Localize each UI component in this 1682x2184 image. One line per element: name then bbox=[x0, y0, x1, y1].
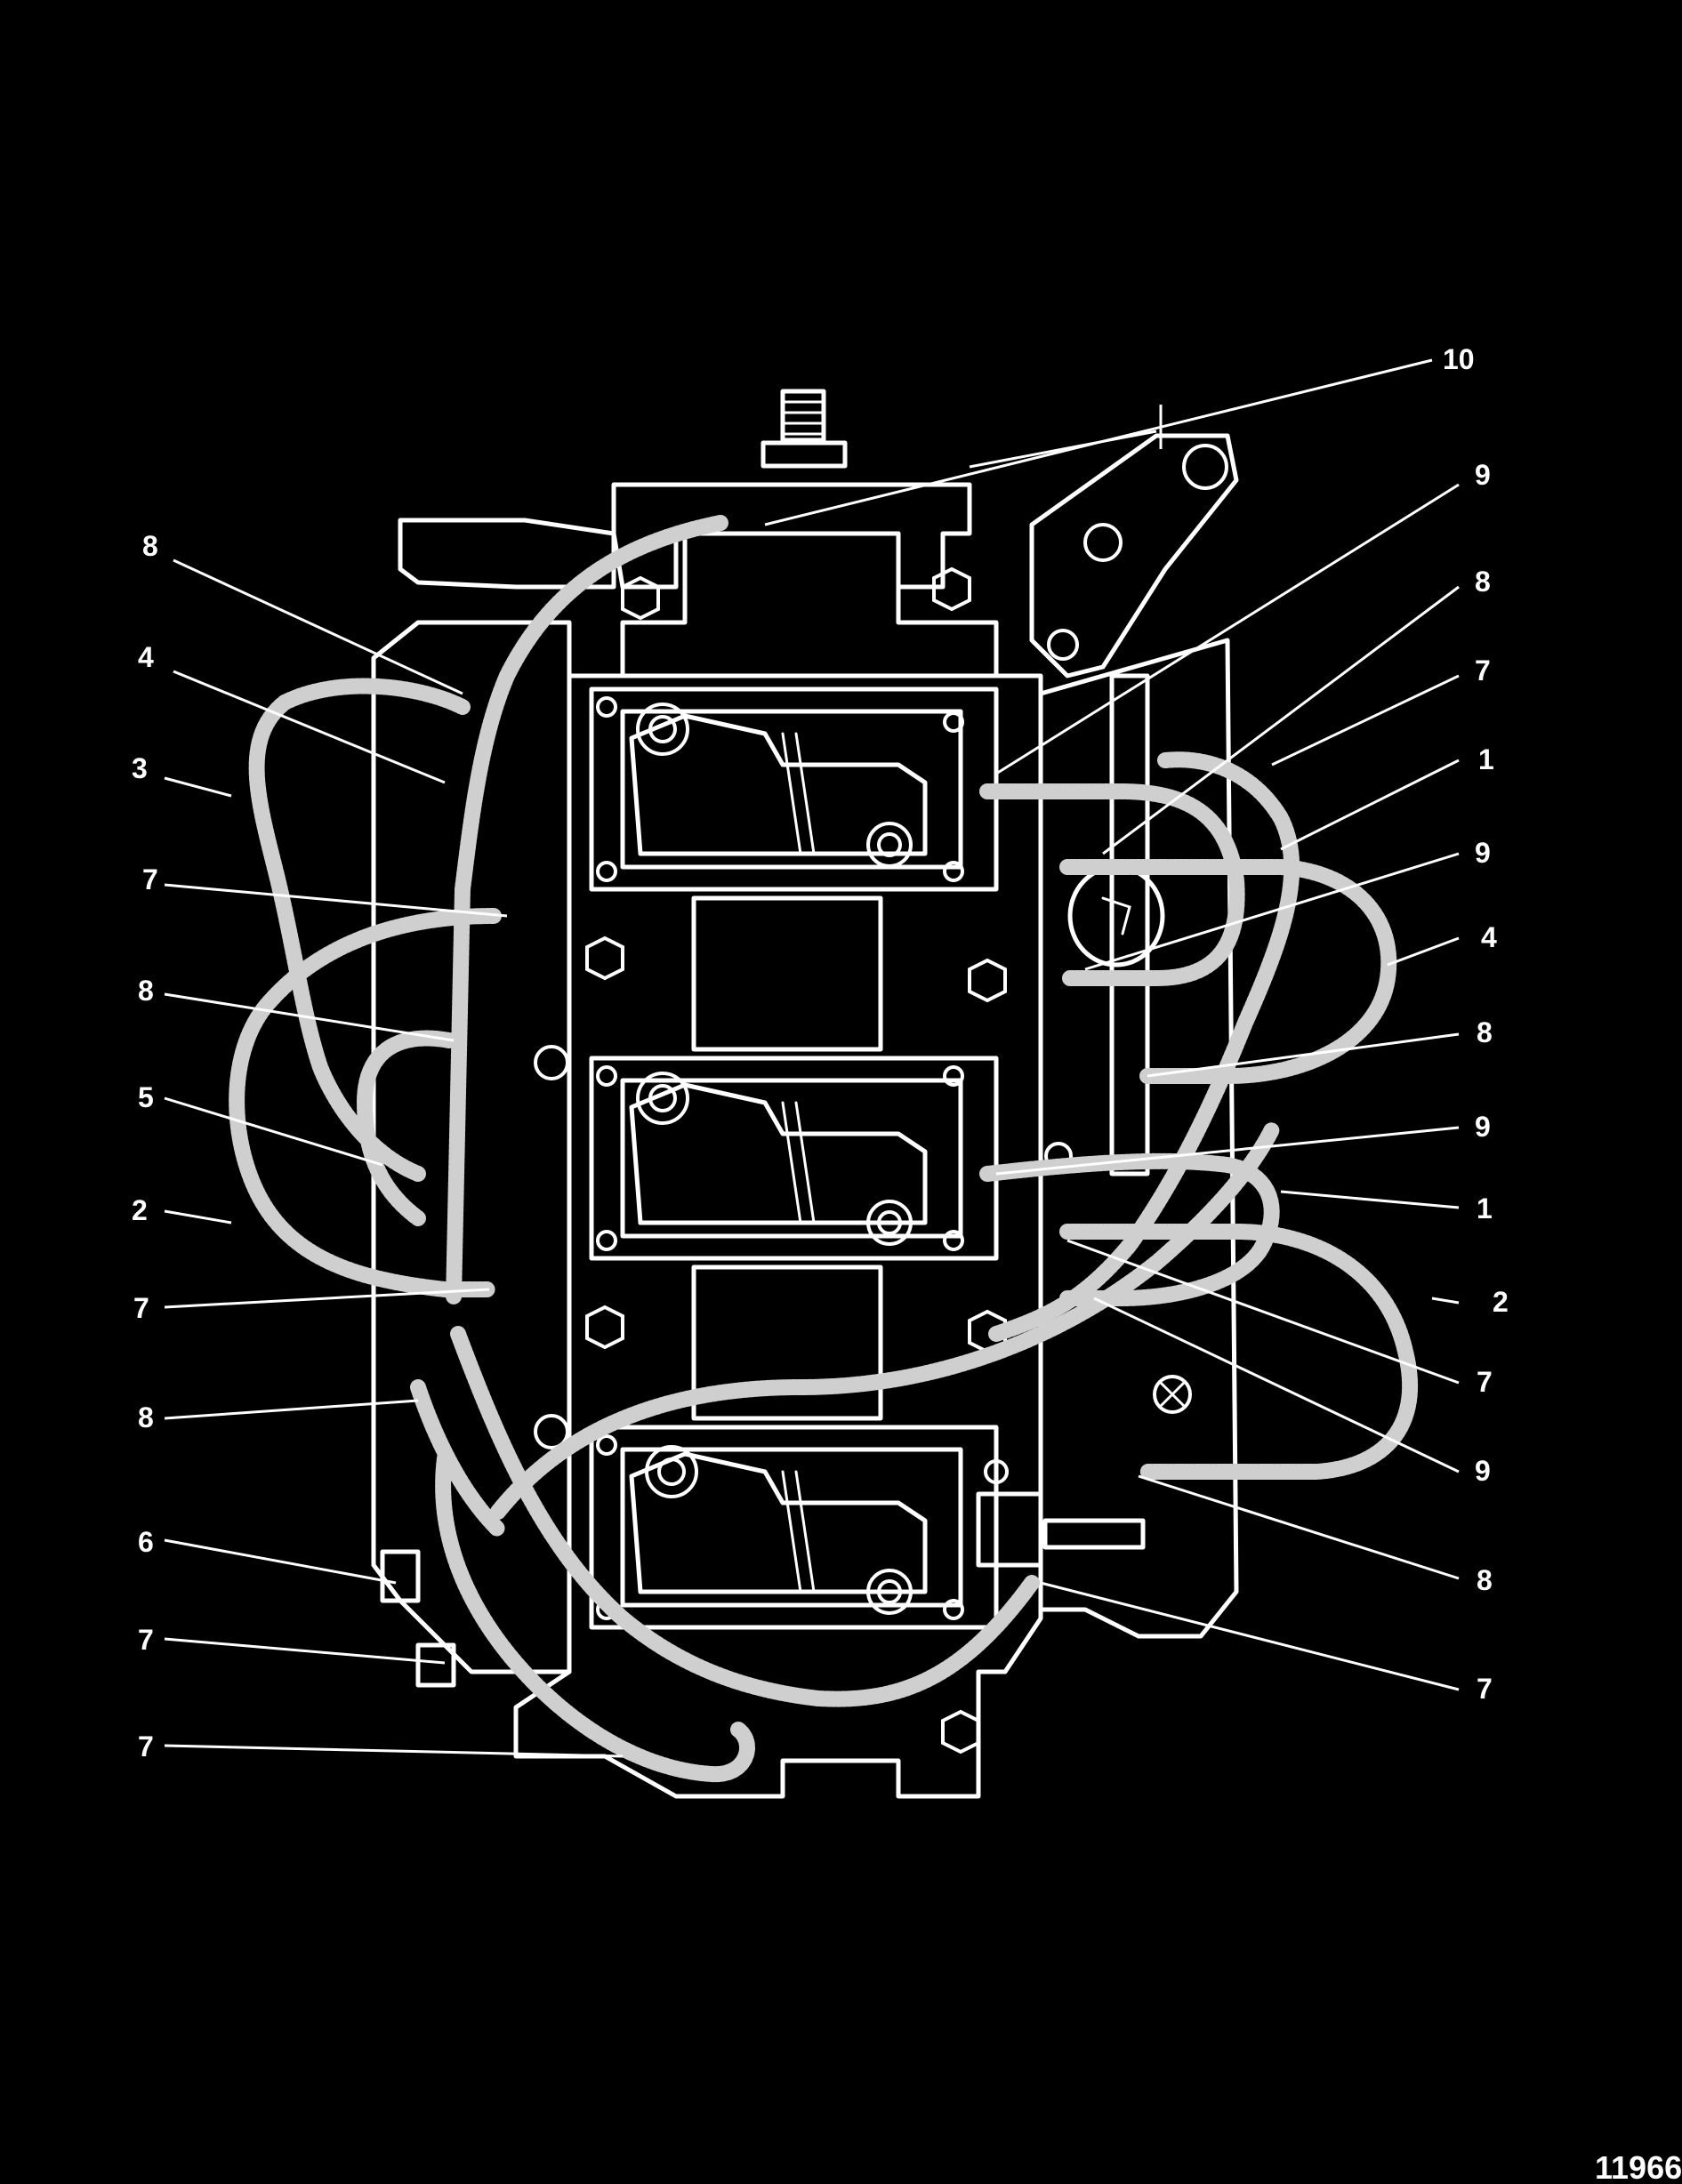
hose-4-right bbox=[1059, 859, 1397, 1084]
bracket-bolt-a bbox=[1182, 444, 1228, 490]
callout-7-left-c: 7 bbox=[138, 1624, 154, 1656]
hose-cross-middle bbox=[490, 1121, 1280, 1520]
figure-number: 11966 bbox=[1595, 2149, 1682, 2184]
right-mount-bracket bbox=[1029, 433, 1239, 678]
hose-7-upper-right bbox=[988, 751, 1300, 1342]
callout-8-right-b: 8 bbox=[1477, 1016, 1493, 1048]
callout-8-right-c: 8 bbox=[1477, 1564, 1493, 1596]
left-lower-fitting-a bbox=[380, 1549, 421, 1603]
callout-7-right-b: 7 bbox=[1477, 1366, 1493, 1398]
callout-9-right-b: 9 bbox=[1475, 837, 1491, 869]
hose-2-left bbox=[229, 908, 502, 1297]
right-cover-screw bbox=[1153, 1375, 1192, 1414]
callout-2-left: 2 bbox=[132, 1194, 148, 1226]
reed-plate-middle bbox=[589, 1056, 999, 1261]
right-side-cover bbox=[1038, 638, 1239, 1639]
bracket-bolt-c bbox=[1047, 629, 1079, 661]
callout-8-left-mid: 8 bbox=[138, 975, 154, 1007]
callout-7-left-d: 7 bbox=[138, 1730, 154, 1762]
hose-3 bbox=[248, 678, 471, 1182]
left-lower-fitting-b bbox=[415, 1642, 456, 1688]
callout-1-right-b: 1 bbox=[1477, 1192, 1493, 1224]
callout-7-left-a: 7 bbox=[142, 863, 158, 895]
stud-collar bbox=[761, 440, 848, 469]
cylinder-block bbox=[513, 673, 1043, 1799]
hose-cross-lower bbox=[450, 1326, 1040, 1707]
callout-2-right: 2 bbox=[1493, 1286, 1509, 1318]
callout-4-left: 4 bbox=[138, 641, 154, 673]
port-window-lower bbox=[691, 1265, 883, 1421]
callout-9-right-a: 9 bbox=[1475, 459, 1491, 491]
callout-1-right-a: 1 bbox=[1478, 743, 1494, 775]
crankshaft-stud bbox=[780, 389, 826, 443]
hose-2-right bbox=[1059, 1224, 1419, 1480]
callout-7-left-b: 7 bbox=[133, 1292, 149, 1324]
leader-lines bbox=[164, 358, 1460, 1758]
callout-5-left: 5 bbox=[138, 1081, 154, 1113]
callout-3-left: 3 bbox=[132, 752, 148, 784]
callout-9-right-d: 9 bbox=[1475, 1455, 1491, 1487]
callout-8-left-low: 8 bbox=[138, 1401, 154, 1433]
callout-7-right-c: 7 bbox=[1477, 1673, 1493, 1705]
callout-4-right: 4 bbox=[1481, 921, 1497, 953]
callout-8-right-a: 8 bbox=[1475, 566, 1491, 598]
hose-top-arch bbox=[446, 515, 728, 1306]
bracket-bolt-b bbox=[1083, 523, 1123, 562]
lower-right-stud bbox=[1042, 1518, 1146, 1550]
stud-threads bbox=[781, 400, 825, 436]
reed-plate-bottom bbox=[589, 1425, 1009, 1630]
callout-labels: 10 8 4 3 7 8 5 2 7 8 6 7 7 9 8 7 1 9 4 8… bbox=[132, 343, 1509, 1762]
callout-9-right-c: 9 bbox=[1475, 1111, 1491, 1143]
block-bolts bbox=[534, 566, 1073, 1754]
hose-bottom-hook bbox=[435, 1450, 755, 1783]
reed-plate-top bbox=[589, 687, 999, 892]
hose-9-upper-right bbox=[979, 783, 1245, 986]
callout-6-left: 6 bbox=[138, 1526, 154, 1558]
callout-7-right-a: 7 bbox=[1475, 654, 1491, 687]
left-side-cover bbox=[371, 620, 572, 1674]
callout-10: 10 bbox=[1443, 343, 1475, 375]
right-cover-rib bbox=[1109, 673, 1150, 1176]
hose-5 bbox=[357, 1030, 457, 1226]
engine-block bbox=[371, 389, 1239, 1799]
port-window-upper bbox=[691, 895, 883, 1052]
hose-routing bbox=[229, 515, 1419, 1783]
lower-right-fitting bbox=[976, 1491, 1043, 1568]
callout-8-left-top: 8 bbox=[142, 530, 158, 562]
